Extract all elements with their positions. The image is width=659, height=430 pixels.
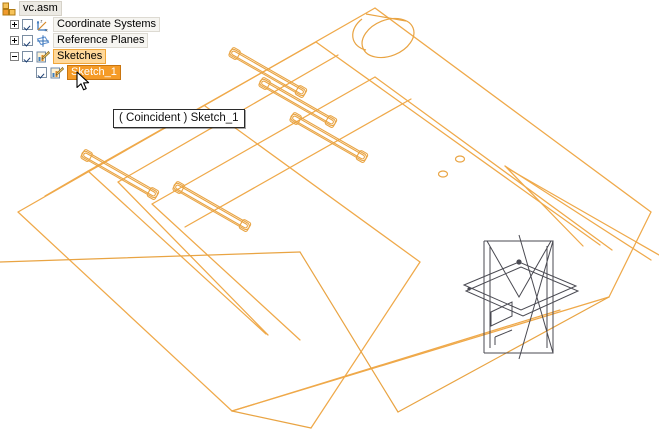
boss-left-arc [352,18,367,51]
tree-row-coordinate-systems[interactable]: z x Coordinate Systems [0,17,185,32]
fork-line-2 [504,165,584,247]
plate-lower-left-edge [17,211,233,412]
sketch-icon [50,66,64,78]
construction-lines [0,251,610,429]
slot-features [80,47,369,232]
svg-text:x: x [46,27,49,31]
small-holes [437,155,466,178]
expander-plus-icon[interactable] [10,36,19,45]
visibility-checkbox[interactable] [22,19,33,30]
hole-2 [454,155,466,163]
hole-1 [437,170,449,178]
tree-item-label-sketch-1[interactable]: Sketch_1 [67,65,121,80]
tree-row-sketch-1[interactable]: Sketch_1 [0,65,185,80]
tree-row-root[interactable]: vc.asm [0,1,185,16]
corner-diag-a [117,181,269,336]
boss-top-line [365,13,407,22]
tree-item-label-coordinate-systems[interactable]: Coordinate Systems [53,17,161,32]
plate-right-edge [608,211,652,298]
visibility-checkbox[interactable] [36,67,47,78]
tree-row-sketches[interactable]: Sketches [0,49,185,64]
tree-item-label-sketches[interactable]: Sketches [53,49,107,64]
star-tri-b [484,234,554,354]
bottom-fan-1 [310,261,421,429]
reference-plane-icon [36,34,50,47]
rib-line-4 [184,98,412,228]
tree-row-reference-planes[interactable]: Reference Planes [0,33,185,48]
slot-4 [172,181,252,232]
model-tree[interactable]: vc.asm z x Coordinate Systems Reference … [0,0,185,81]
star-triangle-up [486,240,552,299]
slot-2 [258,77,338,128]
long-rail-1 [315,41,601,246]
fork-line-3 [506,167,659,256]
oval-boss [352,13,415,59]
long-rail-2 [374,76,613,251]
svg-text:z: z [40,18,42,23]
boss-ellipse-outer [361,17,415,59]
star-inner-rect [490,301,513,327]
tooltip: ( Coincident ) Sketch_1 [113,109,245,128]
sketch-folder-icon [36,50,50,62]
assembly-icon [2,2,16,15]
star-diamond-plane [462,261,578,311]
star-tri-a [484,240,554,360]
expander-minus-icon[interactable] [10,52,19,61]
visibility-checkbox[interactable] [22,51,33,62]
slot-1 [228,47,308,98]
corner-tick-left [44,170,89,197]
visibility-checkbox[interactable] [22,35,33,46]
star-endpoint-dot [467,287,471,291]
plate-top-edge [374,7,652,213]
sketch-1-star-geometry[interactable] [462,234,580,360]
long-rail-4 [231,309,561,412]
tree-item-label-reference-planes[interactable]: Reference Planes [53,33,149,48]
rib-line-1b [87,170,267,335]
star-diamond-plane-2 [464,266,580,317]
coordinate-system-icon: z x [36,18,49,32]
corner-diag-b [151,203,301,341]
rib-line-1 [87,41,317,172]
expander-plus-icon[interactable] [10,20,19,29]
fork-line-1 [504,165,652,261]
long-rail-3 [204,105,421,263]
star-vertex-point [516,259,522,265]
slot-3 [289,112,369,163]
slot-5 [80,149,160,200]
rib-line-3 [151,76,376,205]
tree-root-label[interactable]: vc.asm [19,1,62,16]
star-inner-line-1 [494,329,513,338]
